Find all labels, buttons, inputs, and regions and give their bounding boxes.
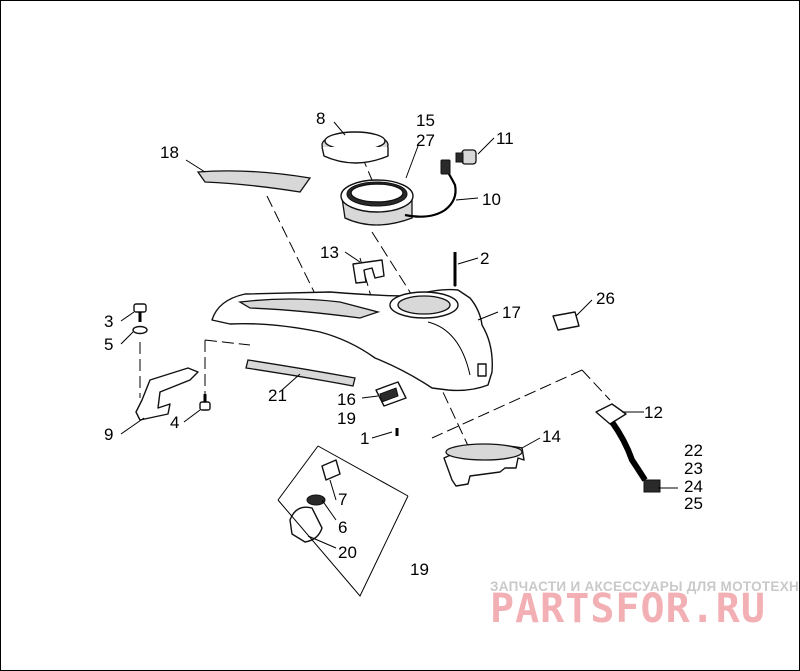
part-16-switch <box>375 381 407 407</box>
callout-23: 23 <box>684 459 703 478</box>
callout-15: 15 <box>416 111 435 130</box>
callout-13: 13 <box>320 243 339 262</box>
part-12-switch-harness <box>595 403 661 493</box>
callout-20: 20 <box>338 543 357 562</box>
callout-19-lower: 19 <box>410 560 429 579</box>
callout-3: 3 <box>104 312 113 331</box>
callout-4: 4 <box>170 413 179 432</box>
callout-1: 1 <box>360 429 369 448</box>
part-9-bracket <box>135 367 199 421</box>
callout-26: 26 <box>596 289 615 308</box>
callout-9: 9 <box>104 425 113 444</box>
part-17-console <box>211 288 493 392</box>
part-7-cover <box>321 459 341 481</box>
part-10-wire-harness <box>404 167 457 218</box>
watermark-brand: PARTSFOR.RU <box>490 586 766 632</box>
callout-24: 24 <box>684 477 703 496</box>
callout-12: 12 <box>644 403 663 422</box>
assembly-19-frame <box>277 445 409 597</box>
callout-22: 22 <box>684 441 703 460</box>
callout-8: 8 <box>316 109 325 128</box>
part-10-connector <box>440 159 451 175</box>
part-13-clip <box>352 259 385 284</box>
part-8-bezel-ring <box>321 131 389 164</box>
callout-10: 10 <box>482 190 501 209</box>
callout-25: 25 <box>684 494 703 513</box>
part-26-clip <box>552 311 580 331</box>
part-20-switch-housing <box>289 506 323 543</box>
callout-16: 16 <box>337 390 356 409</box>
callout-14: 14 <box>542 427 561 446</box>
callout-21: 21 <box>268 386 287 405</box>
part-4-bolt <box>199 394 211 411</box>
part-5-washer <box>132 325 148 335</box>
leader-lines <box>120 121 678 549</box>
watermark: ЗАПЧАСТИ И АКСЕССУАРЫ ДЛЯ МОТОТЕХНИКИ PA… <box>490 579 800 632</box>
part-15-27-gauge <box>340 179 414 226</box>
callout-18: 18 <box>160 143 179 162</box>
watermark-caption: ЗАПЧАСТИ И АКСЕССУАРЫ ДЛЯ МОТОТЕХНИКИ <box>490 579 800 594</box>
callout-17: 17 <box>502 303 521 322</box>
callout-7: 7 <box>338 490 347 509</box>
callout-19-upper: 19 <box>337 409 356 428</box>
callouts: 8 15 27 11 18 10 13 2 26 17 3 5 21 16 19… <box>104 109 703 579</box>
part-21-trim-strip <box>245 359 356 387</box>
callout-2: 2 <box>480 249 489 268</box>
part-6-seal <box>306 494 326 506</box>
part-14-gauge-base <box>443 443 525 487</box>
part-11-cap <box>455 149 477 165</box>
callout-11: 11 <box>496 129 514 148</box>
callout-27: 27 <box>416 131 435 150</box>
part-3-bolt <box>133 303 147 322</box>
callout-6: 6 <box>338 518 347 537</box>
callout-5: 5 <box>104 335 113 354</box>
part-18-trim-strip <box>196 170 312 193</box>
